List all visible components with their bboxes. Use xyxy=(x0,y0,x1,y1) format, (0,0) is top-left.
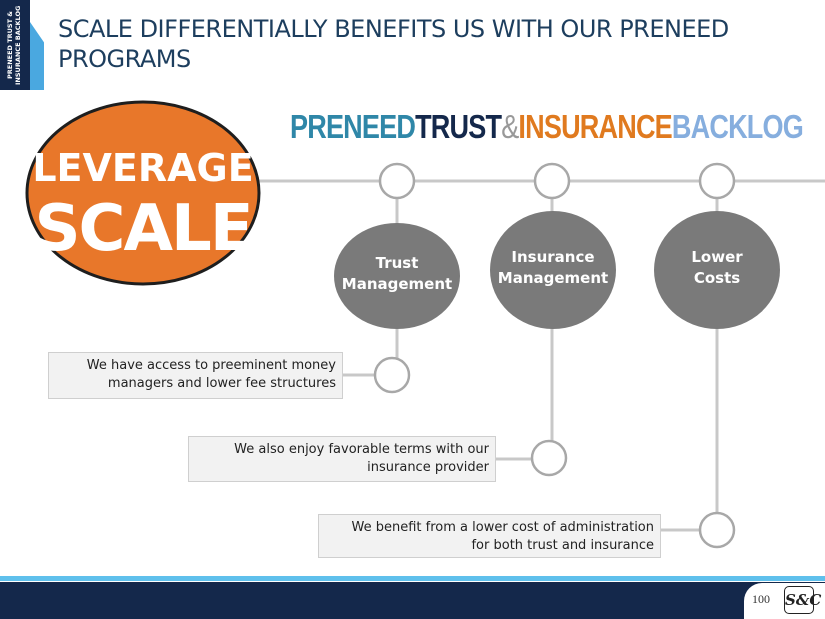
node-circle xyxy=(373,356,411,394)
page-number: 100 xyxy=(752,592,770,606)
headline-trust: TRUST xyxy=(415,108,502,145)
node-circle xyxy=(533,162,571,200)
pillar-line2: Management xyxy=(341,275,453,293)
benefit-line2: managers and lower fee structures xyxy=(107,376,336,391)
node-circle xyxy=(530,439,568,477)
pillar-line1: Trust xyxy=(375,254,419,272)
benefit-line1: We also enjoy favorable terms with our xyxy=(234,442,489,457)
leverage-scale-circle xyxy=(25,100,261,286)
footer-accent-line xyxy=(0,576,825,581)
insurance-oval xyxy=(490,211,616,329)
pillar-line2: Management xyxy=(497,269,609,287)
headline-preneed: PRENEED xyxy=(290,108,416,145)
section-tab-accent xyxy=(30,22,44,90)
company-logo: S&C xyxy=(784,586,821,614)
benefit-line1: We benefit from a lower cost of administ… xyxy=(351,520,654,535)
benefit-box-2: We also enjoy favorable terms with our in… xyxy=(188,436,496,482)
headline: PRENEEDTRUST&INSURANCEBACKLOG xyxy=(290,108,804,146)
headline-backlog: BACKLOG xyxy=(671,108,804,145)
slide-title: SCALE DIFFERENTIALLY BENEFITS US WITH OU… xyxy=(58,15,729,73)
node-circle xyxy=(698,162,736,200)
benefit-line1: We have access to preeminent money xyxy=(86,358,336,373)
section-tab xyxy=(0,0,30,90)
pillar-line1: Lower xyxy=(691,248,743,266)
benefit-box-1: We have access to preeminent money manage… xyxy=(48,352,343,399)
benefit-line2: insurance provider xyxy=(367,460,489,475)
headline-insurance: INSURANCE xyxy=(518,108,672,145)
scale-label: SCALE xyxy=(34,192,253,266)
benefit-line2: for both trust and insurance xyxy=(471,538,654,553)
leverage-label: LEVERAGE xyxy=(32,146,254,190)
costs-oval xyxy=(654,211,780,329)
footer-bar xyxy=(0,582,825,619)
trust-oval xyxy=(334,223,460,329)
benefit-box-3: We benefit from a lower cost of administ… xyxy=(318,514,661,558)
node-circle xyxy=(698,511,736,549)
pillar-line2: Costs xyxy=(693,269,741,287)
pillar-line1: Insurance xyxy=(511,248,595,266)
headline-ampersand: & xyxy=(501,108,519,145)
node-circle xyxy=(378,162,416,200)
